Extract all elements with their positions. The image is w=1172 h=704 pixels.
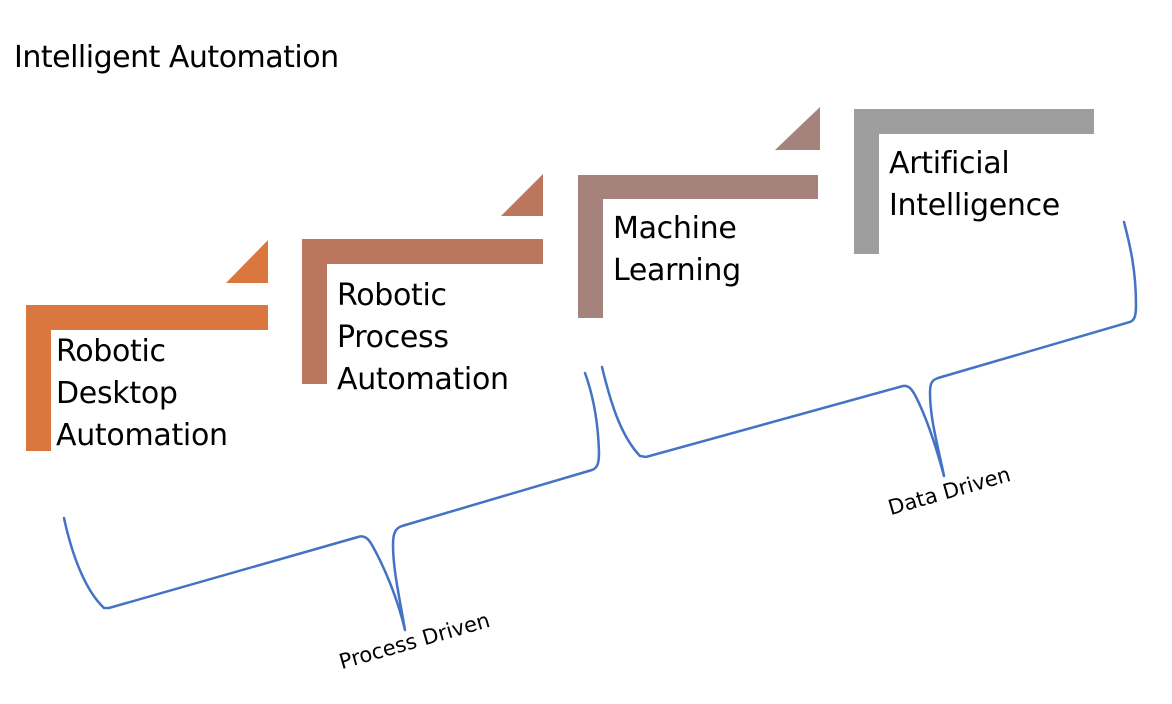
diagram-title: Intelligent Automation xyxy=(14,40,339,75)
step-4-shape xyxy=(854,109,1094,254)
step-1-line-3: Automation xyxy=(56,418,228,453)
step-2-line-2: Process xyxy=(337,320,449,355)
step-3-shape xyxy=(578,107,820,318)
step-2-arrow-triangle xyxy=(501,174,543,216)
step-2-line-1: Robotic xyxy=(337,278,447,313)
step-3-arrow-triangle xyxy=(775,107,820,150)
step-1-label: Robotic Desktop Automation xyxy=(56,331,228,457)
step-3-line-1: Machine xyxy=(613,211,737,246)
step-3-line-2: Learning xyxy=(613,253,741,288)
step-1-corner xyxy=(26,305,268,451)
data-driven-brace xyxy=(600,220,1138,478)
step-1-line-1: Robotic xyxy=(56,334,166,369)
step-4-line-1: Artificial xyxy=(889,146,1010,181)
process-driven-brace xyxy=(62,371,601,632)
step-4-line-2: Intelligence xyxy=(889,188,1060,223)
step-3-label: Machine Learning xyxy=(613,208,741,292)
step-2-label: Robotic Process Automation xyxy=(337,275,509,401)
step-3-corner xyxy=(578,175,818,318)
step-2-corner xyxy=(302,239,543,384)
step-4-corner xyxy=(854,109,1094,254)
step-2-line-3: Automation xyxy=(337,362,509,397)
step-1-arrow-triangle xyxy=(226,240,268,283)
step-2-shape xyxy=(302,174,543,384)
step-1-shape xyxy=(26,240,268,451)
step-4-label: Artificial Intelligence xyxy=(889,143,1060,227)
step-1-line-2: Desktop xyxy=(56,376,178,411)
